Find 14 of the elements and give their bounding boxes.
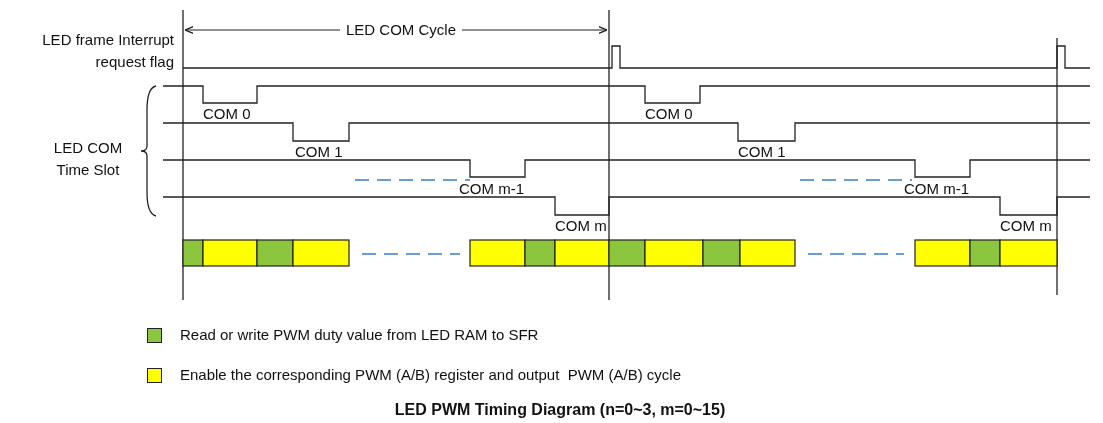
caption: LED PWM Timing Diagram (n=0~3, m=0~15) — [393, 401, 727, 419]
signal-label: LED frame Interrupt request flag — [41, 30, 174, 72]
com-label: COM m — [555, 217, 607, 235]
com-label: COM 1 — [295, 143, 343, 161]
legend-text: Read or write PWM duty value from LED RAM to SFR — [180, 326, 539, 344]
com-label: COM 0 — [203, 105, 251, 123]
com-label: COM m-1 — [904, 180, 969, 198]
signal-label: LED COM Time Slot — [52, 138, 124, 180]
dimension-label: LED COM Cycle — [340, 21, 463, 39]
com-label: COM 1 — [738, 143, 786, 161]
com-label: COM 0 — [645, 105, 693, 123]
legend-text: Enable the corresponding PWM (A/B) register and output PWM (A/B) cycle — [180, 366, 682, 384]
com-label: COM m — [1000, 217, 1052, 235]
com-label: COM m-1 — [459, 180, 524, 198]
